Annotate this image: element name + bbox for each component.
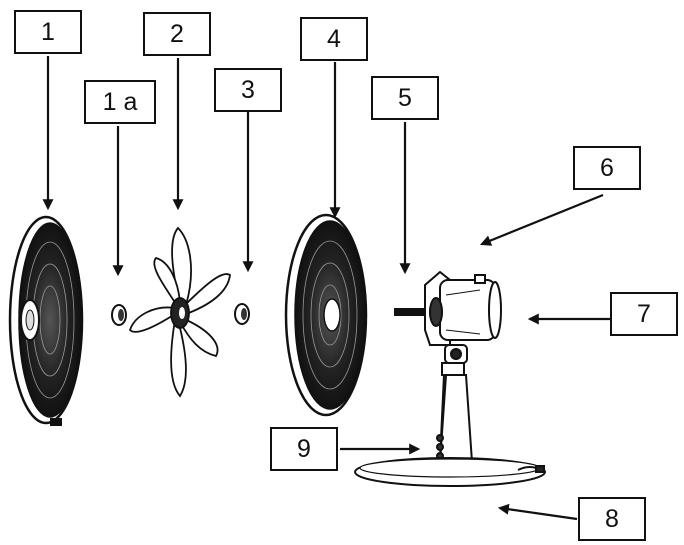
label-2: 2 (143, 12, 211, 56)
label-7: 7 (610, 292, 678, 336)
label-4: 4 (300, 17, 368, 61)
arrow-8 (497, 503, 578, 521)
fan-blade-icon (128, 226, 231, 398)
label-8: 8 (578, 497, 646, 541)
label-3: 3 (214, 68, 282, 112)
label-1a: 1 a (84, 80, 156, 124)
label-5: 5 (371, 76, 439, 120)
arrow-6 (479, 193, 604, 246)
label-9: 9 (270, 427, 338, 471)
leader-arrows (42, 56, 610, 521)
label-6: 6 (573, 146, 641, 190)
motor-housing-icon (394, 270, 502, 346)
spinner-cap-icon (111, 304, 127, 326)
stand-icon (354, 344, 546, 487)
blade-nut-icon (234, 303, 250, 325)
front-grille-icon (8, 215, 84, 426)
label-1: 1 (14, 10, 82, 54)
rear-grille-icon (284, 213, 368, 417)
